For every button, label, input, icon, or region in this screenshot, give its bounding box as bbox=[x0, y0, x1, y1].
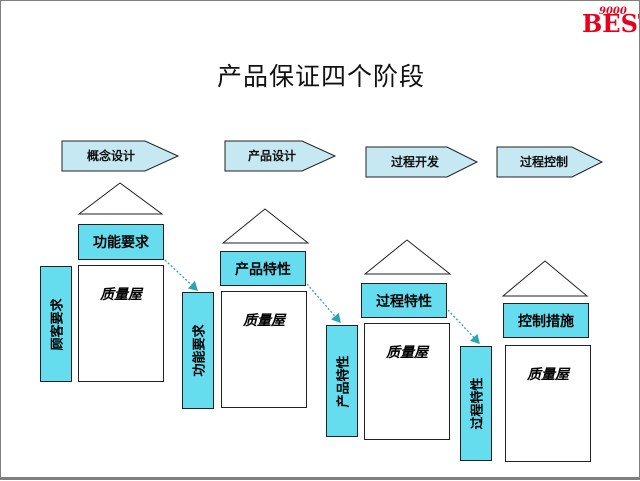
quality-house-body: 质量屋 bbox=[505, 345, 591, 462]
roof-3 bbox=[363, 239, 452, 275]
stage-label: 产品设计 bbox=[247, 149, 296, 163]
roof-label: 控制措施 bbox=[518, 313, 574, 330]
quality-house-body: 质量屋 bbox=[78, 265, 164, 382]
house-label: 质量屋 bbox=[243, 313, 285, 329]
stage-label: 过程控制 bbox=[519, 155, 568, 169]
roof-2 bbox=[221, 208, 310, 244]
stage-label: 过程开发 bbox=[390, 155, 439, 169]
roof-label-box: 过程特性 bbox=[361, 283, 447, 318]
slide-title: 产品保证四个阶段 bbox=[216, 62, 425, 91]
house-label: 质量屋 bbox=[386, 345, 428, 361]
roof-1 bbox=[77, 182, 164, 215]
roof-label-box: 控制措施 bbox=[503, 303, 589, 338]
best-9000-logo: BEST 9000 bbox=[581, 3, 640, 38]
connector-arrow-1 bbox=[164, 259, 198, 291]
stage-label: 概念设计 bbox=[86, 149, 135, 163]
logo-number-text: 9000 bbox=[599, 6, 627, 17]
roof-label: 产品特性 bbox=[235, 261, 291, 278]
connector-arrow-3 bbox=[447, 309, 480, 344]
roof-4 bbox=[501, 260, 589, 297]
stage-arrow-concept: 概念设计 bbox=[61, 140, 181, 172]
stage-arrow-process-control: 过程控制 bbox=[496, 146, 616, 178]
roof-label-box: 产品特性 bbox=[220, 251, 306, 286]
logo-main-text: BEST bbox=[582, 9, 639, 35]
house-label: 质量屋 bbox=[527, 367, 569, 383]
roof-label: 功能要求 bbox=[93, 235, 149, 251]
quality-house-body: 质量屋 bbox=[221, 291, 307, 408]
roof-label-box: 功能要求 bbox=[78, 224, 164, 260]
stage-arrow-product: 产品设计 bbox=[224, 140, 344, 172]
stage-arrow-process-dev: 过程开发 bbox=[365, 146, 485, 178]
side-label-box: 顾客要求 bbox=[40, 266, 72, 382]
side-label-box: 产品特性 bbox=[326, 325, 358, 437]
roof-label: 过程特性 bbox=[376, 293, 432, 310]
connector-arrow-2 bbox=[306, 283, 341, 323]
quality-house-body: 质量屋 bbox=[364, 323, 450, 440]
side-label-box: 功能要求 bbox=[182, 292, 214, 409]
house-label: 质量屋 bbox=[100, 287, 142, 303]
side-label-box: 过程特性 bbox=[460, 346, 492, 461]
